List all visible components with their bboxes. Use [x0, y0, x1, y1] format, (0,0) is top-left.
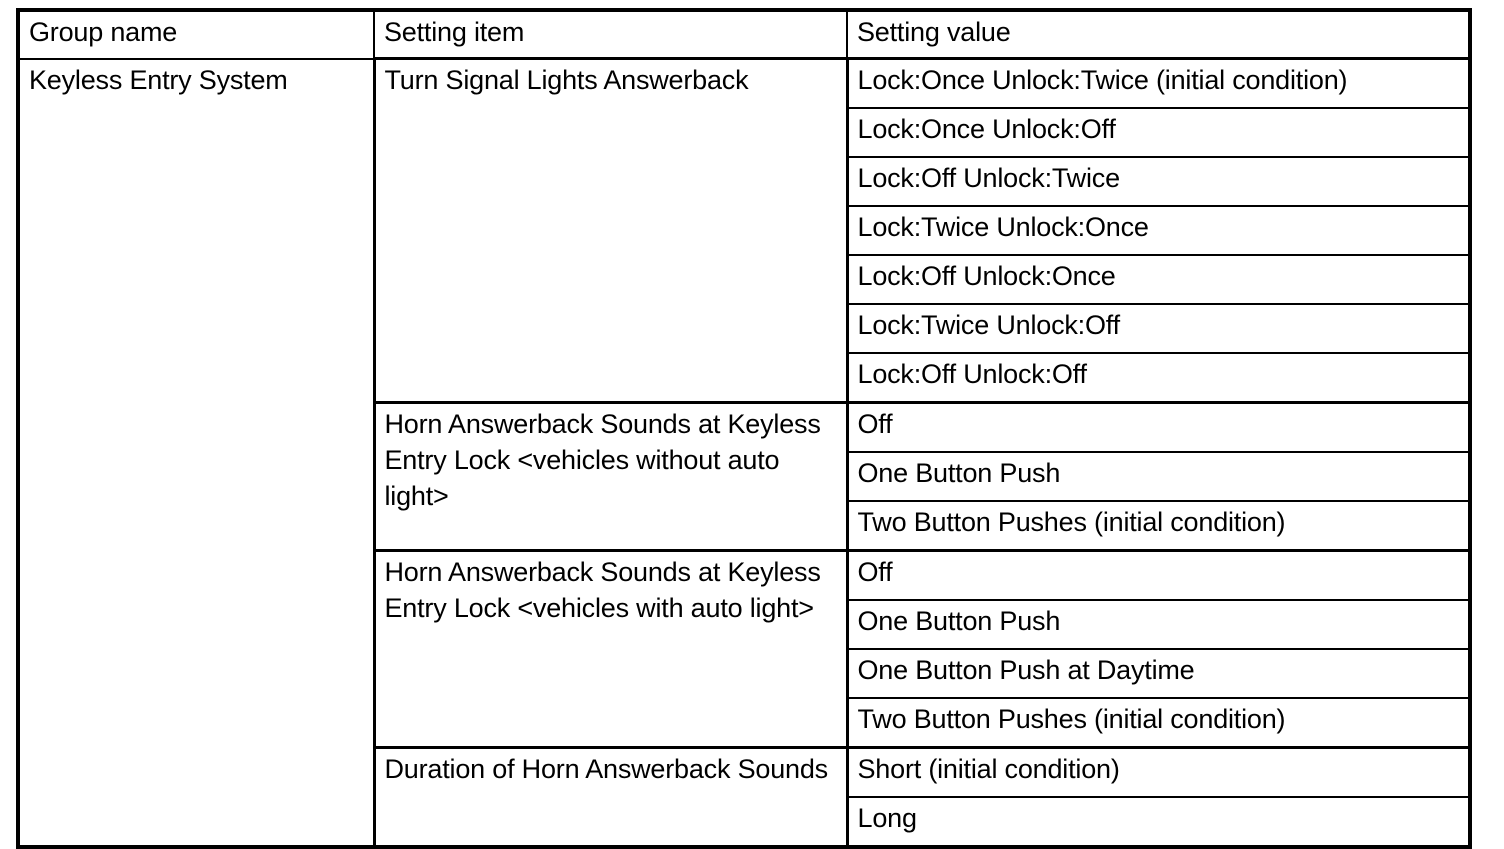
table-row: One Button Push at Daytime: [18, 648, 1471, 699]
page-root: Group name Setting item Setting value Ke…: [16, 8, 1472, 849]
table-row: Lock:Off Unlock:Once: [18, 254, 1471, 305]
setting-value-cell: Lock:Twice Unlock:Off: [846, 303, 1471, 354]
setting-value-cell: One Button Push: [846, 451, 1471, 502]
setting-value-cell: Two Button Pushes (initial condition): [846, 697, 1471, 749]
table-row: Lock:Twice Unlock:Once: [18, 205, 1471, 256]
settings-table: Group name Setting item Setting value Ke…: [16, 8, 1472, 849]
setting-value-cell: Lock:Off Unlock:Twice: [846, 156, 1471, 207]
setting-value-cell: Lock:Twice Unlock:Once: [846, 205, 1471, 256]
table-row: Lock:Off Unlock:Off: [18, 352, 1471, 404]
setting-value-cell: One Button Push: [846, 599, 1471, 650]
table-row: One Button Push: [18, 451, 1471, 502]
setting-value-cell: Short (initial condition): [846, 746, 1471, 798]
setting-value-cell: Off: [846, 401, 1471, 453]
setting-item-label: Horn Answerback Sounds at Keyless Entry …: [384, 409, 821, 511]
setting-item-cell: Turn Signal Lights Answerback: [373, 57, 849, 404]
header-group-name: Group name: [17, 9, 375, 60]
setting-item-label: Horn Answerback Sounds at Keyless Entry …: [384, 557, 821, 623]
table-body: Keyless Entry System Turn Signal Lights A…: [17, 57, 1471, 849]
group-name-cell: Keyless Entry System: [17, 57, 376, 848]
setting-item-cell: Horn Answerback Sounds at Keyless Entry …: [373, 401, 849, 552]
header-row: Group name Setting item Setting value: [17, 9, 1471, 60]
table-row: Lock:Off Unlock:Twice: [18, 156, 1471, 207]
setting-value-cell: Lock:Once Unlock:Twice (initial conditio…: [846, 57, 1471, 109]
table-row: One Button Push: [18, 599, 1471, 650]
table-row: Horn Answerback Sounds at Keyless Entry …: [18, 401, 1471, 552]
setting-value-cell: Lock:Off Unlock:Off: [846, 352, 1471, 404]
table-row: Two Button Pushes (initial condition): [18, 500, 1471, 552]
table-row: Keyless Entry System Turn Signal Lights A…: [17, 57, 1471, 848]
setting-value-cell: Lock:Once Unlock:Off: [846, 107, 1471, 158]
header-setting-value: Setting value: [846, 9, 1471, 60]
setting-item-cell: Horn Answerback Sounds at Keyless Entry …: [373, 549, 849, 749]
table-row: Two Button Pushes (initial condition): [18, 697, 1471, 749]
table-header: Group name Setting item Setting value: [17, 9, 1471, 60]
header-setting-item: Setting item: [373, 9, 848, 60]
table-row: Lock:Once Unlock:Off: [18, 107, 1471, 158]
table-row: Horn Answerback Sounds at Keyless Entry …: [18, 549, 1471, 749]
table-row: Lock:Twice Unlock:Off: [18, 303, 1471, 354]
setting-value-cell: Two Button Pushes (initial condition): [846, 500, 1471, 552]
setting-item-label: Duration of Horn Answerback Sounds: [384, 754, 829, 784]
setting-item-cell: Duration of Horn Answerback Sounds: [373, 746, 849, 849]
setting-value-cell: Off: [846, 549, 1471, 601]
setting-value-cell: Long: [846, 796, 1471, 848]
setting-value-cell: Lock:Off Unlock:Once: [846, 254, 1471, 305]
setting-item-label: Turn Signal Lights Answerback: [384, 65, 749, 95]
setting-value-cell: One Button Push at Daytime: [846, 648, 1471, 699]
